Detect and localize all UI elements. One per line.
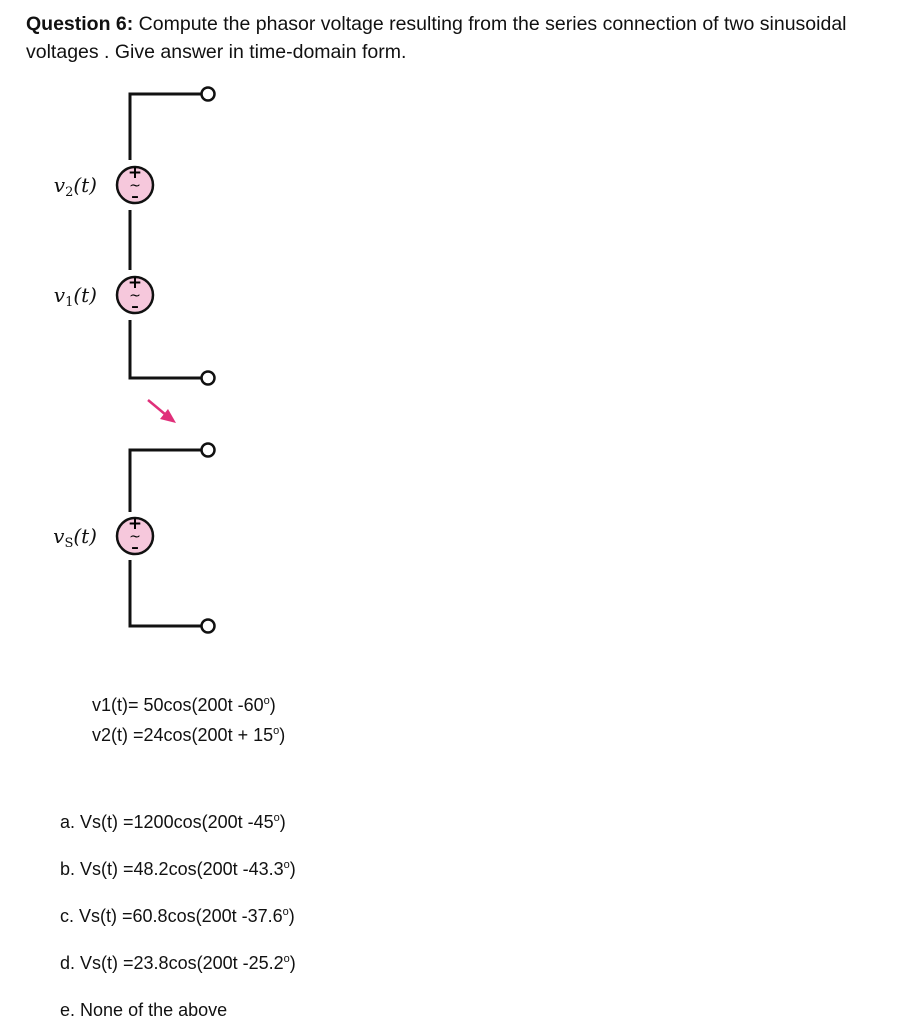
source-vs-circle — [115, 516, 155, 556]
option-b[interactable]: b. Vs(t) =48.2cos(200t -43.3o) — [60, 859, 296, 879]
source-v2-label: v2(t) — [54, 173, 97, 200]
source-v1-plus: + — [128, 273, 142, 293]
source-v2-circle — [115, 165, 155, 205]
source-v1-tilde: ~ — [129, 288, 141, 304]
option-c[interactable]: c. Vs(t) =60.8cos(200t -37.6o) — [60, 906, 295, 926]
source-v1-circle — [115, 275, 155, 315]
equivalence-arrow-shaft — [147, 399, 167, 416]
source-v2-plus: + — [128, 163, 142, 183]
circuit-diagram: + ~ – v2(t) + ~ – v1(t) + ~ – vS(t) — [53, 86, 216, 634]
source-v2-minus: – — [131, 187, 139, 205]
given-voltages: v1(t)= 50cos(200t -60o) v2(t) =24cos(200… — [92, 688, 285, 748]
source-v1-label: v1(t) — [54, 283, 97, 310]
top-network-wires — [128, 92, 202, 380]
source-vs: + ~ – — [115, 514, 155, 556]
terminal-vs-top — [200, 442, 216, 458]
bottom-network-wires — [128, 448, 202, 628]
source-v1: + ~ – — [115, 273, 155, 315]
source-vs-tilde: ~ — [129, 529, 141, 545]
option-d[interactable]: d. Vs(t) =23.8cos(200t -25.2o) — [60, 953, 296, 973]
given-v2: v2(t) =24cos(200t + 15o) — [92, 725, 286, 745]
source-v2-tilde: ~ — [129, 178, 141, 194]
terminal-vs-bottom — [200, 618, 216, 634]
source-vs-minus: – — [131, 538, 139, 556]
equivalence-arrow-head — [160, 409, 176, 423]
question-body: Compute the phasor voltage resulting fro… — [26, 13, 847, 63]
question-label: Question 6: — [26, 13, 134, 35]
option-a[interactable]: a. Vs(t) =1200cos(200t -45o) — [60, 812, 286, 832]
question-text: Question 6: Compute the phasor voltage r… — [26, 10, 906, 66]
terminal-bottom — [200, 370, 216, 386]
source-vs-label: vS(t) — [53, 524, 97, 551]
terminal-top — [200, 86, 216, 102]
given-v1: v1(t)= 50cos(200t -60o) — [92, 695, 276, 715]
equivalence-arrow — [147, 399, 176, 423]
source-v2: + ~ – — [115, 163, 155, 205]
source-v1-minus: – — [131, 297, 139, 315]
source-vs-plus: + — [128, 514, 142, 534]
option-e[interactable]: e. None of the above — [60, 1000, 228, 1020]
